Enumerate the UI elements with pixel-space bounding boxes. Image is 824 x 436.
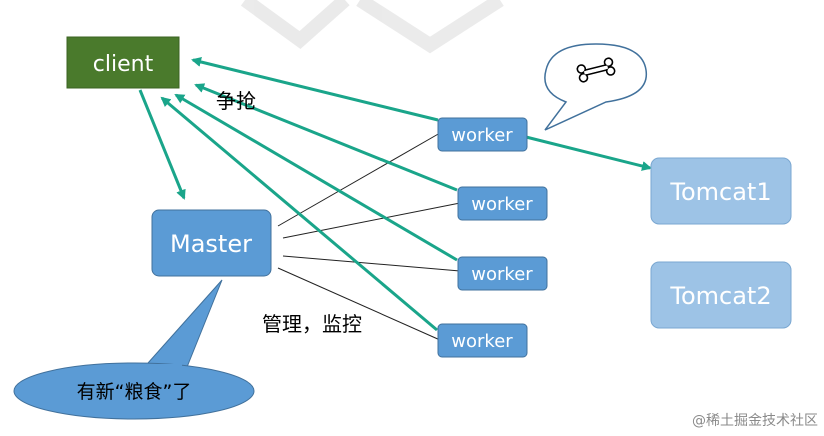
arrow-client-to-master [138, 89, 186, 200]
tomcat2-label: Tomcat2 [669, 282, 771, 310]
new-food-callout: 有新“粮食”了 [13, 279, 255, 420]
worker-node-1: worker [437, 117, 528, 152]
arrow-worker-1-to-client [191, 57, 439, 122]
background-watermark-shapes [240, 0, 504, 54]
worker-node-2: worker [457, 186, 548, 221]
worker-3-label: worker [471, 264, 533, 285]
worker-node-3: worker [457, 256, 548, 291]
worker-node-4: worker [437, 323, 528, 358]
worker-4-label: worker [451, 331, 513, 352]
tomcat1-node: Tomcat1 [650, 157, 792, 225]
bone-icon [576, 57, 616, 83]
master-label: Master [170, 230, 252, 258]
line-master-worker-2 [282, 202, 461, 239]
client-node: client [66, 36, 180, 89]
new-food-label: 有新“粮食”了 [77, 381, 192, 403]
manage-label: 管理，监控 [262, 312, 362, 336]
master-node: Master [151, 209, 272, 277]
client-label: client [93, 52, 154, 77]
line-master-worker-1 [277, 132, 441, 227]
bone-speech-bubble [544, 43, 648, 131]
compete-label: 争抢 [216, 89, 256, 113]
management-lines [277, 132, 461, 341]
tomcat1-label: Tomcat1 [669, 178, 771, 206]
arrow-worker-4-to-client [160, 96, 438, 332]
arrow-worker-2-to-client [194, 83, 458, 192]
worker-2-label: worker [471, 194, 533, 215]
watermark-text: @稀土掘金技术社区 [692, 413, 818, 429]
line-master-worker-4 [277, 267, 441, 341]
tomcat2-node: Tomcat2 [650, 261, 792, 329]
arrow-worker-3-to-client [174, 93, 458, 262]
green-arrows [138, 57, 652, 332]
worker-1-label: worker [451, 125, 513, 146]
arrow-worker-1-to-tomcat1 [521, 134, 652, 171]
line-master-worker-3 [282, 255, 461, 272]
